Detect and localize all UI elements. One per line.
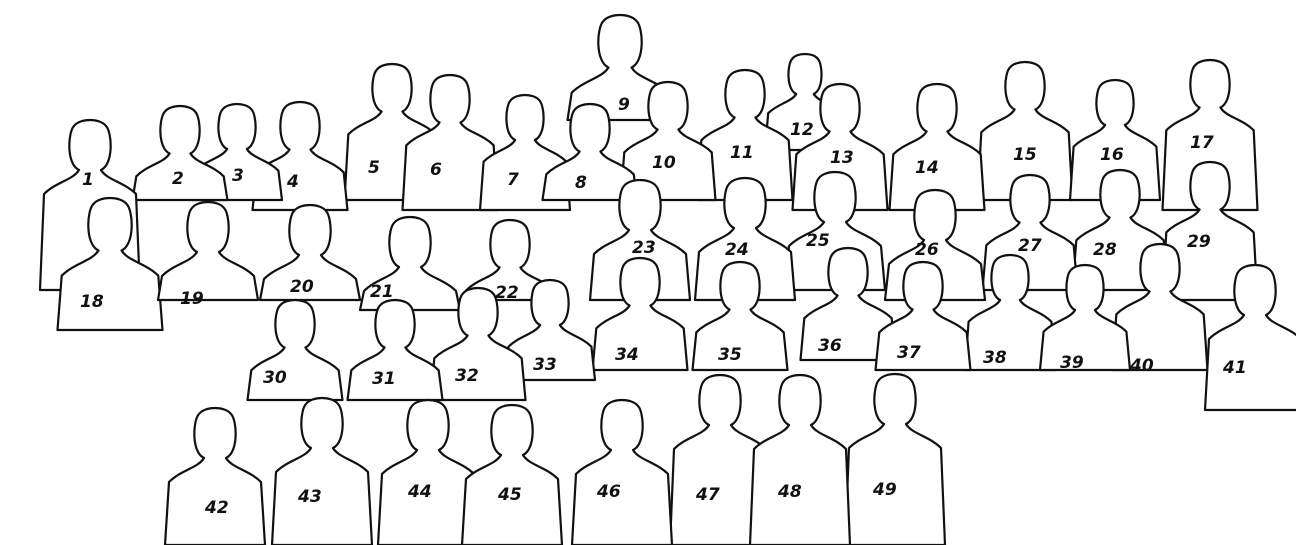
position-number-6: 6 [430, 160, 442, 180]
position-number-27: 27 [1018, 236, 1042, 256]
position-number-16: 16 [1100, 145, 1124, 165]
position-number-33: 33 [533, 355, 557, 375]
position-number-38: 38 [983, 348, 1007, 368]
position-number-18: 18 [80, 292, 104, 312]
position-number-43: 43 [297, 487, 322, 507]
position-number-28: 28 [1093, 240, 1117, 260]
position-number-15: 15 [1013, 145, 1037, 165]
position-number-19: 19 [180, 289, 204, 309]
position-number-49: 49 [872, 480, 897, 500]
silhouette-outline-48 [750, 375, 850, 545]
position-number-47: 47 [695, 485, 720, 505]
position-number-5: 5 [368, 158, 380, 178]
position-number-45: 45 [497, 485, 522, 505]
position-number-29: 29 [1187, 232, 1211, 252]
position-number-21: 21 [370, 282, 394, 302]
position-number-34: 34 [615, 345, 639, 365]
silhouette-outline-30 [248, 300, 343, 400]
position-number-22: 22 [495, 283, 519, 303]
position-number-48: 48 [777, 482, 802, 502]
position-number-14: 14 [915, 158, 939, 178]
position-number-9: 9 [618, 95, 630, 115]
position-number-2: 2 [172, 169, 184, 189]
position-number-4: 4 [286, 172, 299, 192]
silhouette-outline-42 [165, 408, 265, 545]
position-number-44: 44 [407, 482, 432, 502]
position-number-23: 23 [632, 238, 656, 258]
position-number-46: 46 [596, 482, 621, 502]
position-number-40: 40 [1129, 356, 1154, 376]
position-number-11: 11 [730, 143, 754, 163]
silhouette-outline-19 [158, 202, 258, 300]
position-number-7: 7 [507, 170, 519, 190]
position-number-12: 12 [790, 120, 814, 140]
position-number-31: 31 [372, 369, 396, 389]
position-number-20: 20 [290, 277, 314, 297]
position-number-36: 36 [818, 336, 842, 356]
silhouette-outline-43 [272, 398, 372, 545]
position-number-13: 13 [830, 148, 854, 168]
silhouette-outlines [40, 15, 1296, 545]
position-number-39: 39 [1060, 353, 1084, 373]
position-number-10: 10 [652, 153, 676, 173]
position-number-32: 32 [455, 366, 479, 386]
silhouette-outline-49 [845, 374, 945, 545]
position-number-41: 41 [1222, 358, 1247, 378]
position-number-42: 42 [204, 498, 229, 518]
position-number-17: 17 [1190, 133, 1214, 153]
position-number-3: 3 [232, 166, 244, 186]
position-number-1: 1 [82, 170, 94, 190]
position-number-8: 8 [575, 173, 587, 193]
position-number-30: 30 [263, 368, 287, 388]
position-number-26: 26 [915, 240, 939, 260]
position-number-35: 35 [718, 345, 742, 365]
position-number-37: 37 [897, 343, 921, 363]
position-number-24: 24 [725, 240, 749, 260]
silhouette-outline-45 [462, 405, 562, 545]
silhouette-outline-46 [572, 400, 672, 545]
position-number-25: 25 [806, 231, 830, 251]
